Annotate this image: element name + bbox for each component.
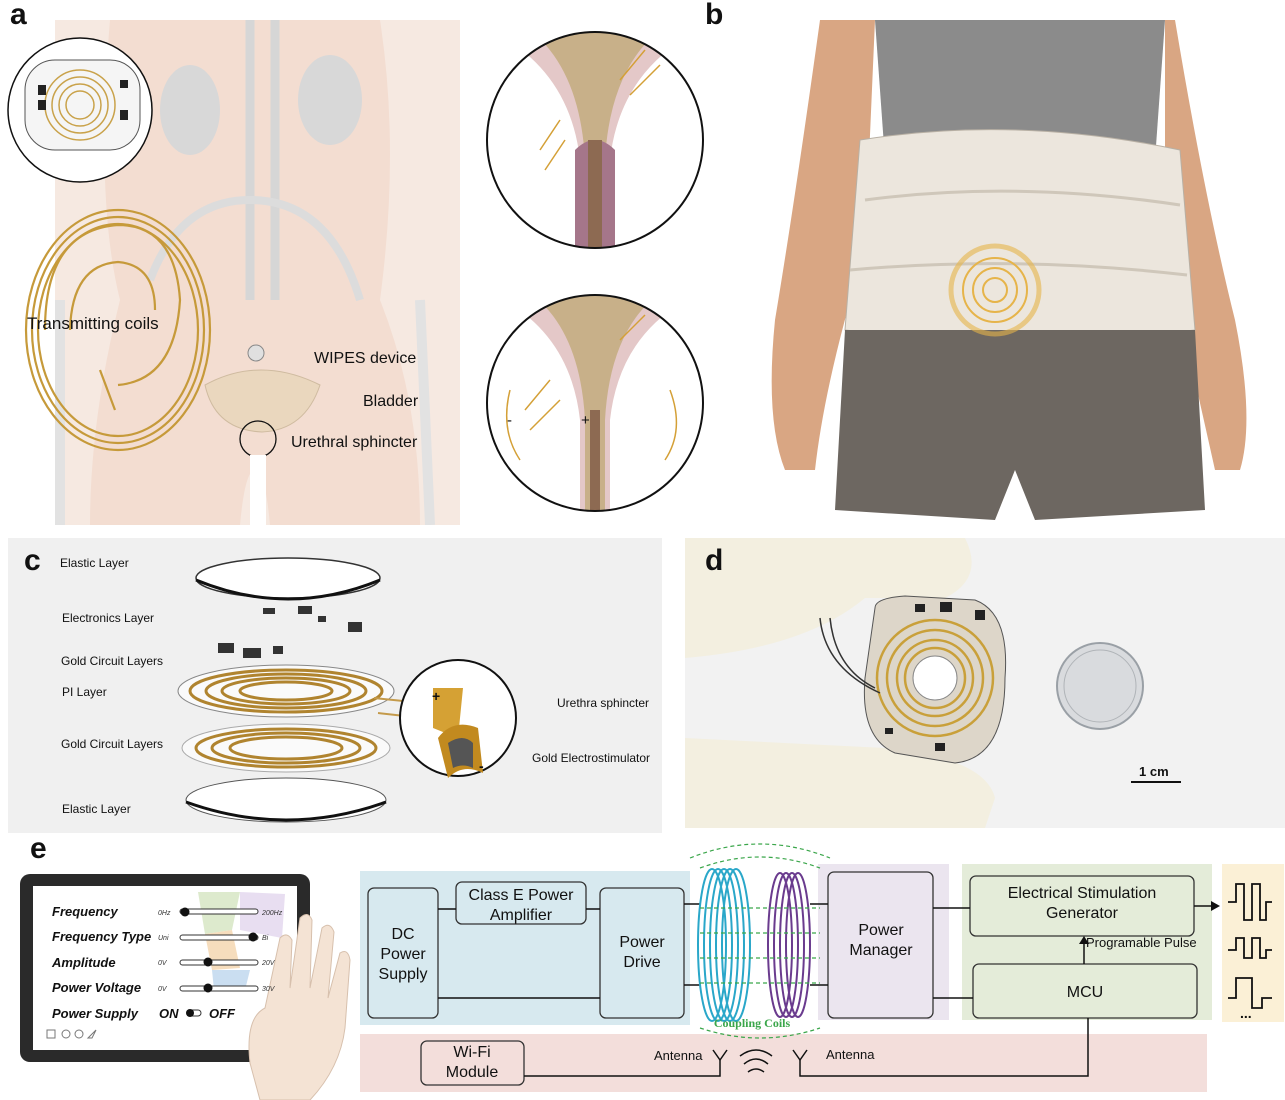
panel-b: b bbox=[735, 0, 1285, 530]
panel-d-letter: d bbox=[705, 544, 723, 578]
electrode-minus-sign: - bbox=[507, 412, 512, 429]
antenna-right-label: Antenna bbox=[826, 1047, 875, 1062]
label-pi-layer: PI Layer bbox=[62, 685, 107, 699]
panel-c-letter: c bbox=[24, 544, 41, 578]
electrode-plus-sign: + bbox=[581, 412, 590, 429]
label-wipes-device: WIPES device bbox=[314, 350, 416, 368]
label-gold-electrostimulator: Gold Electrostimulator bbox=[532, 751, 650, 765]
urethra-zoom-top bbox=[470, 30, 720, 260]
class-e-line1: Class E Power bbox=[469, 887, 575, 904]
ellipsis-label: ... bbox=[1240, 1005, 1252, 1021]
esg-line1: Electrical Stimulation bbox=[1008, 885, 1157, 902]
antenna-left-label: Antenna bbox=[654, 1048, 703, 1063]
label-gold-circuit-layers-bottom: Gold Circuit Layers bbox=[61, 737, 163, 751]
panel-a: a Transmitting coils WIPES device Bladde… bbox=[0, 0, 460, 525]
wifi-line1: Wi-Fi bbox=[453, 1044, 490, 1061]
panel-a-letter: a bbox=[10, 0, 27, 32]
system-block-diagram: DC Power Supply Class E Power Amplifier … bbox=[0, 838, 1285, 1100]
label-bladder: Bladder bbox=[363, 393, 418, 411]
panel-e: e Frequency Frequency Type Amplitude Pow… bbox=[0, 838, 1285, 1100]
dc-power-supply-line3: Supply bbox=[379, 966, 428, 983]
esg-line2: Generator bbox=[1046, 905, 1119, 922]
label-elastic-layer-bottom: Elastic Layer bbox=[62, 802, 131, 816]
device-photo bbox=[685, 538, 1285, 828]
dc-power-supply-line2: Power bbox=[380, 946, 426, 963]
scale-bar-label: 1 cm bbox=[1139, 764, 1169, 779]
label-gold-circuit-layers-top: Gold Circuit Layers bbox=[61, 654, 163, 668]
power-manager-line2: Manager bbox=[849, 942, 913, 959]
power-drive-line2: Drive bbox=[623, 954, 660, 971]
class-e-line2: Amplifier bbox=[490, 907, 553, 924]
electrode-minus-sign: - bbox=[479, 758, 484, 774]
electrode-plus-sign: + bbox=[432, 688, 440, 704]
panel-b-letter: b bbox=[705, 0, 723, 32]
coupling-coils-label: Coupling Coils bbox=[714, 1016, 791, 1030]
panel-c: c Elastic Layer Electronics Layer Gold C… bbox=[8, 538, 662, 833]
label-transmitting-coils: Transmitting coils bbox=[27, 314, 159, 334]
wifi-line2: Module bbox=[446, 1064, 499, 1081]
label-elastic-layer-top: Elastic Layer bbox=[60, 556, 129, 570]
label-urethral-sphincter: Urethral sphincter bbox=[291, 434, 417, 452]
power-manager-line1: Power bbox=[858, 922, 904, 939]
programable-pulse-label: Programable Pulse bbox=[1086, 935, 1197, 950]
label-urethra-sphincter: Urethra sphincter bbox=[557, 696, 649, 710]
belt-wearer-illustration bbox=[735, 0, 1285, 530]
mcu-label: MCU bbox=[1067, 984, 1103, 1001]
power-drive-line1: Power bbox=[619, 934, 665, 951]
label-electronics-layer: Electronics Layer bbox=[62, 611, 154, 625]
urethra-zoom-views: - + bbox=[470, 30, 720, 530]
panel-d: d 1 cm bbox=[685, 538, 1285, 828]
dc-power-supply-line1: DC bbox=[391, 926, 414, 943]
